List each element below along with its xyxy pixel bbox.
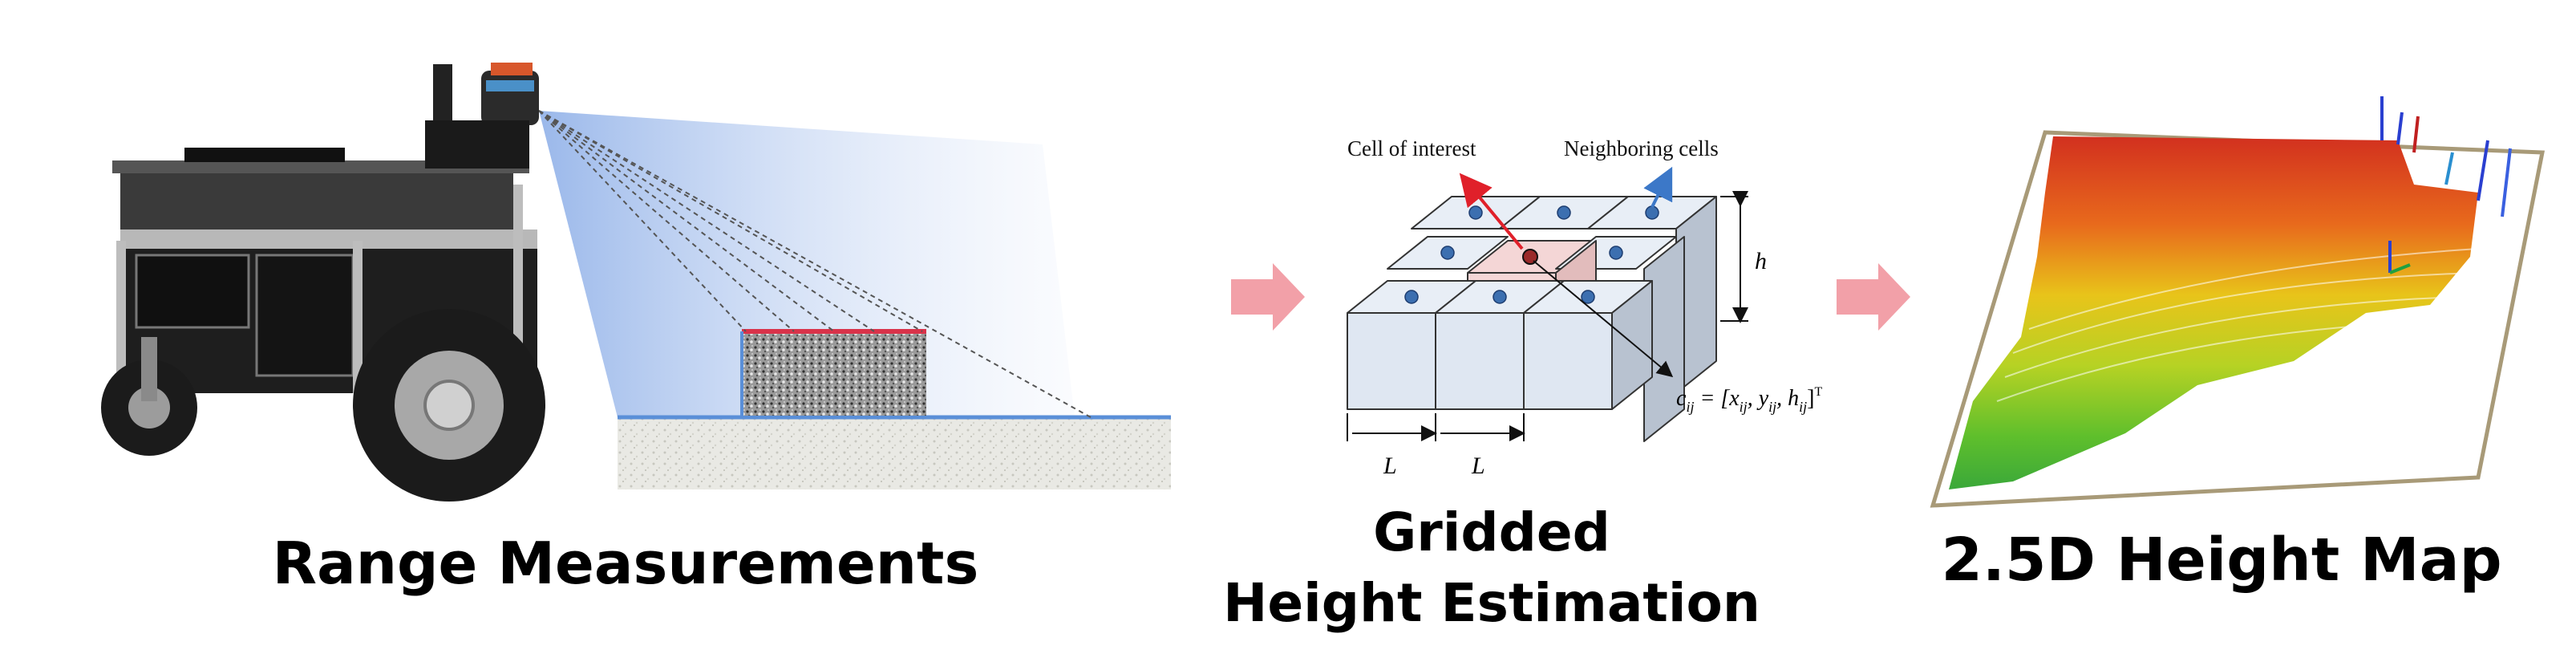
cell-of-interest-label: Cell of interest bbox=[1347, 136, 1476, 160]
cell-formula: cij = [xij, yij, hij]T bbox=[1676, 385, 1822, 415]
height-map-caption: 2.5D Height Map bbox=[1941, 526, 2502, 595]
ground-gravel bbox=[618, 417, 1171, 489]
height-label: h bbox=[1755, 248, 1767, 274]
front-cell-3 bbox=[1523, 312, 1613, 410]
height-map-visualization bbox=[1930, 96, 2546, 508]
gridded-height-estimation-caption: Gridded Height Estimation bbox=[1219, 498, 1764, 639]
lidar-rays bbox=[538, 110, 1092, 418]
grid-cell-diagram: Cell of interest Neighboring cells bbox=[1347, 136, 1822, 479]
obstacle-edge-line bbox=[740, 331, 926, 419]
width-label-2: L bbox=[1471, 453, 1485, 479]
obstacle-spikes bbox=[2380, 96, 2512, 217]
neighboring-cells-label: Neighboring cells bbox=[1564, 136, 1719, 160]
neighbor-centers bbox=[1404, 205, 1659, 304]
flow-arrow-1 bbox=[1231, 263, 1305, 331]
front-cell-2 bbox=[1435, 312, 1525, 410]
front-cell-1 bbox=[1347, 312, 1436, 410]
height-surface bbox=[1949, 136, 2478, 489]
cell-formula-arrow bbox=[1533, 260, 1674, 378]
cell-of-interest-arrow bbox=[1459, 173, 1524, 250]
contour-lines bbox=[1996, 248, 2479, 402]
grid-cells bbox=[1347, 196, 1717, 442]
lidar-sensor bbox=[481, 71, 539, 125]
width-label-1: L bbox=[1383, 453, 1397, 479]
range-measurement-illustration bbox=[101, 63, 1171, 502]
gridded-caption-line-1: Gridded bbox=[1373, 502, 1610, 563]
range-measurements-caption: Range Measurements bbox=[272, 530, 979, 597]
flow-arrow-2 bbox=[1837, 263, 1910, 331]
gridded-caption-line-2: Height Estimation bbox=[1223, 572, 1760, 634]
mobile-robot bbox=[101, 63, 545, 502]
obstacle-block bbox=[742, 331, 926, 417]
neighboring-cells-arrow bbox=[1643, 166, 1673, 208]
